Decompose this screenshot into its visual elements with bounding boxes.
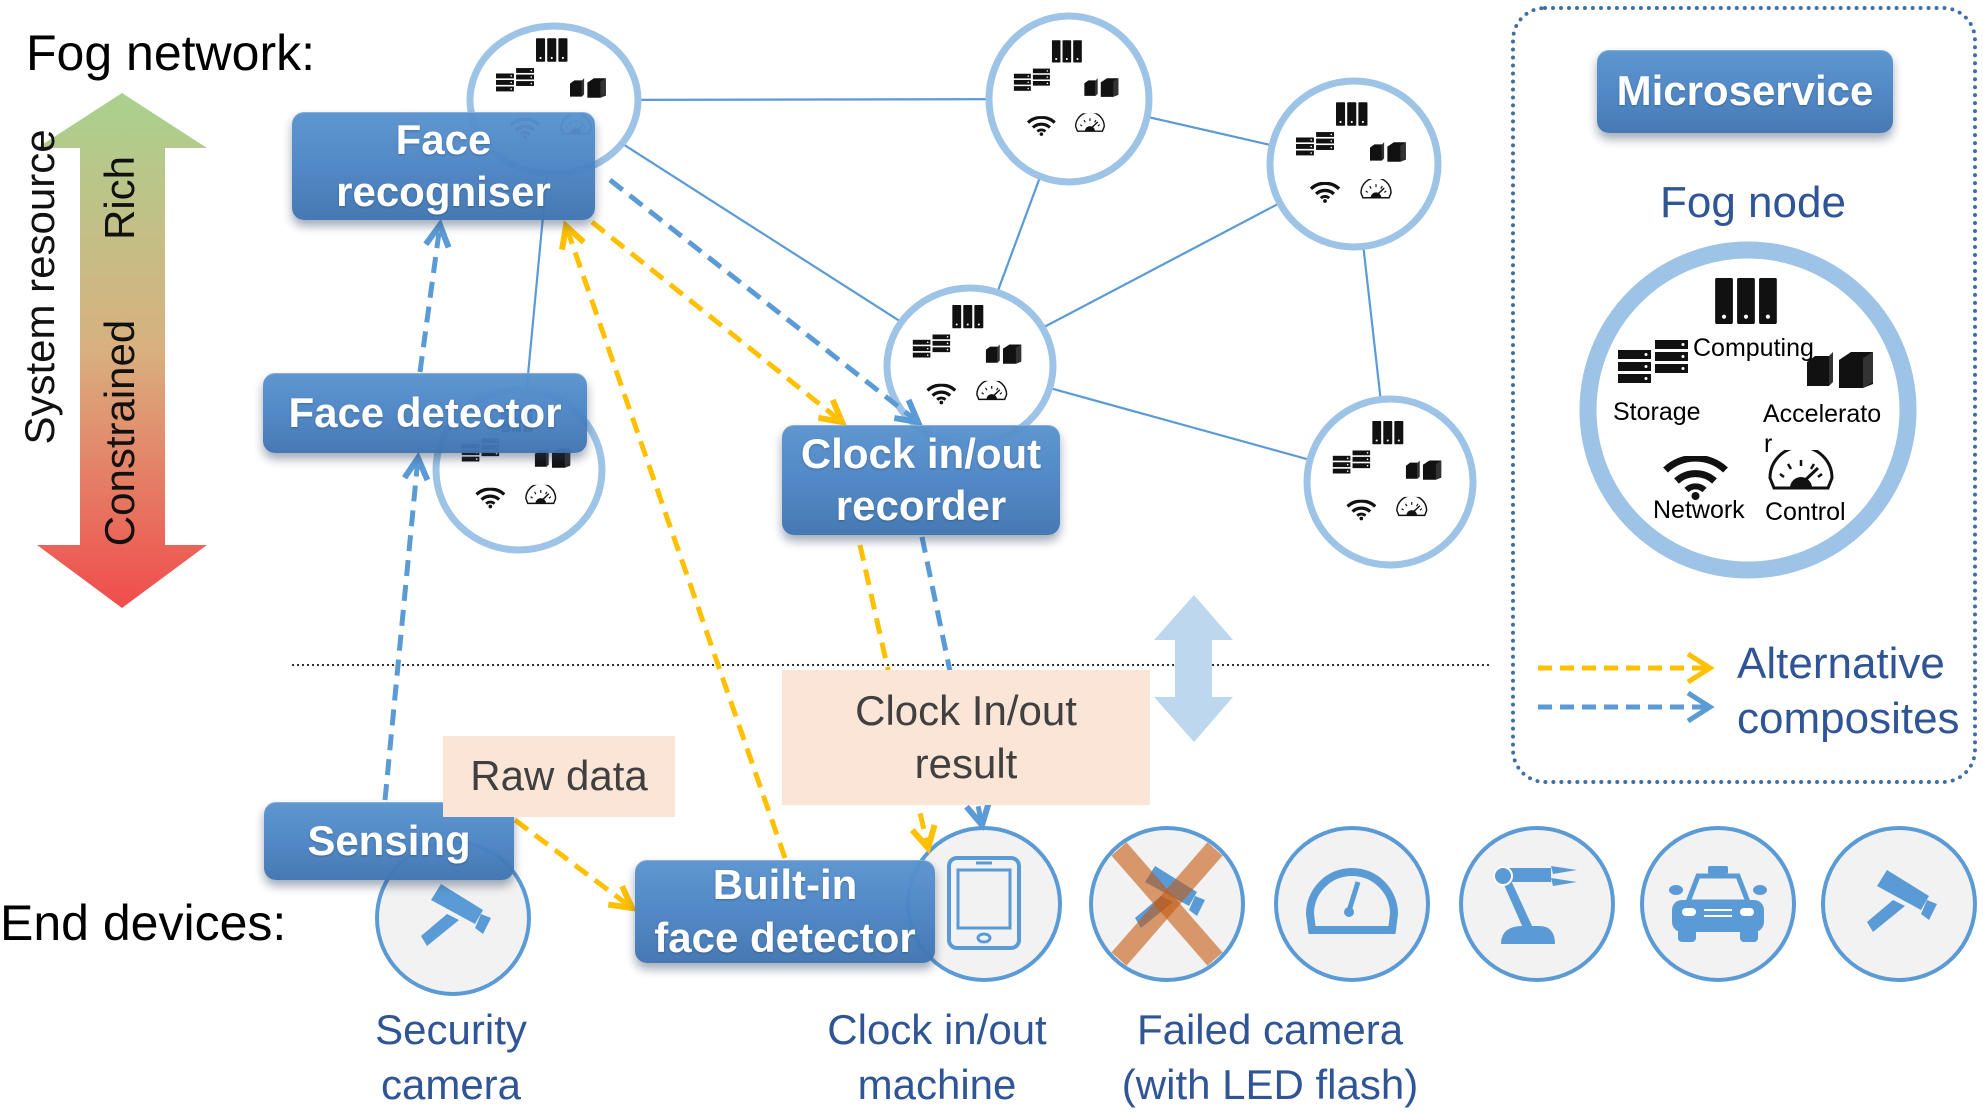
blue-arrow-face-detector-to-recogniser <box>417 218 452 373</box>
security-camera-icon <box>421 884 491 946</box>
legend-blue-arrowhead <box>1686 690 1715 724</box>
device-circle <box>1459 826 1615 982</box>
blue-arrow-sensing-to-face-detector-head <box>402 451 431 482</box>
microservice-builtin-face-detector[interactable]: Built-in face detector <box>635 860 935 963</box>
fog-network-label: Fog network: <box>26 25 316 81</box>
fog-node-3[interactable] <box>1266 77 1442 251</box>
rich-label: Rich <box>96 155 143 241</box>
legend-arrows <box>1538 651 1715 724</box>
legend-control-label: Control <box>1765 498 1846 526</box>
device-gauge[interactable] <box>1274 826 1430 982</box>
device-label-line1: Failed camera <box>1136 1006 1404 1053</box>
computing-icon <box>1715 278 1777 324</box>
legend-yellow-arrowhead <box>1686 651 1715 685</box>
clock-result-line2: result <box>914 739 1018 787</box>
legend-accelerator-label-wrap: r <box>1764 430 1773 458</box>
face-recogniser-line1: Face <box>395 115 492 163</box>
clock-recorder-line2: recorder <box>835 482 1007 529</box>
device-car[interactable] <box>1640 826 1796 982</box>
microservice-clock-recorder[interactable]: Clock in/out recorder <box>782 425 1060 535</box>
microservice-sensing[interactable]: Sensing <box>264 802 514 880</box>
blue-arrow-face-detector-to-recogniser-head <box>423 218 452 249</box>
device-failed-camera[interactable] <box>1089 826 1245 982</box>
clock-result-line1: Clock In/out <box>855 687 1077 734</box>
yellow-arrow-recogniser-to-clock-recorder <box>590 220 847 426</box>
device-label-line2: (with LED flash) <box>1121 1060 1419 1108</box>
clock-result-box: Clock In/out result <box>782 670 1150 805</box>
yellow-arrow-recogniser-to-clock-recorder-head <box>817 398 847 426</box>
speedometer-icon <box>1305 868 1399 934</box>
builtin-face-detector-line2: face detector <box>654 913 916 961</box>
microservice-face-recogniser[interactable]: Face recogniser <box>292 112 595 220</box>
robot-arm-icon <box>1493 866 1577 944</box>
yellow-arrow-clock-recorder-to-machine-head <box>909 824 938 855</box>
device-robot-arm[interactable] <box>1459 826 1615 982</box>
fog-node-ring <box>1303 395 1477 569</box>
blue-arrow-clock-recorder-to-machine <box>919 536 992 832</box>
device-label-clock-machine: Clock in/out machine <box>827 1003 1046 1112</box>
yellow-arrow-recogniser-to-clock-recorder-line <box>590 220 844 424</box>
yellow-arrow-builtin-detector-to-recogniser-head <box>559 220 586 251</box>
sensing-label: Sensing <box>307 816 471 864</box>
device-label-line2: machine <box>857 1060 1017 1108</box>
legend-alt-line2: composites <box>1737 694 1960 743</box>
legend-fog-node-circle <box>1579 241 1917 579</box>
end-device-circles <box>375 826 1977 996</box>
legend-fog-node-title: Fog node <box>1660 178 1846 227</box>
builtin-face-detector-line1: Built-in <box>712 861 858 908</box>
face-recogniser-line2: recogniser <box>336 168 551 215</box>
device-label-line2: camera <box>380 1060 522 1108</box>
blue-arrow-recogniser-to-clock-recorder-line <box>608 178 920 424</box>
legend-panel <box>1511 6 1977 784</box>
blue-arrow-clock-recorder-to-machine-head <box>964 801 992 832</box>
yellow-arrow-builtin-detector-to-recogniser <box>559 220 788 859</box>
computing-icon <box>1336 102 1368 126</box>
legend-computing-label: Computing <box>1693 334 1814 362</box>
blue-arrow-face-detector-to-recogniser-line <box>417 224 443 373</box>
legend-accelerator-label: Accelerato <box>1763 400 1882 428</box>
face-detector-label: Face detector <box>288 388 562 436</box>
computing-icon <box>1372 421 1404 445</box>
constrained-label: Constrained <box>96 319 143 547</box>
blue-arrow-sensing-to-face-detector-line <box>382 457 421 801</box>
system-resource-label: System resource <box>16 129 63 445</box>
end-devices-label: End devices: <box>0 895 287 951</box>
fog-node-ring <box>1266 77 1442 251</box>
microservice-face-detector[interactable]: Face detector <box>263 373 587 453</box>
legend-storage-label: Storage <box>1613 398 1701 426</box>
device-camera-2[interactable] <box>1821 826 1977 982</box>
computing-icon <box>952 305 984 329</box>
yellow-arrow-sensing-to-builtin-detector <box>513 818 638 912</box>
fog-node-ring <box>985 12 1153 186</box>
legend-alternative-composites: Alternative composites <box>1737 636 1960 746</box>
fog-node-2[interactable] <box>985 12 1153 186</box>
device-label-line1: Clock in/out <box>827 1006 1047 1053</box>
blue-arrow-recogniser-to-clock-recorder-head <box>893 398 923 426</box>
raw-data-box: Raw data <box>443 736 675 817</box>
blue-arrow-sensing-to-face-detector <box>382 451 431 801</box>
legend-microservice-label: Microservice <box>1616 67 1874 115</box>
blue-arrow-recogniser-to-clock-recorder <box>608 178 923 426</box>
fog-node-6[interactable] <box>1303 395 1477 569</box>
computing-icon <box>536 38 568 62</box>
legend-network-label: Network <box>1653 496 1745 524</box>
device-label-failed-camera: Failed camera (with LED flash) <box>1122 1003 1418 1112</box>
yellow-arrow-sensing-to-builtin-detector-head <box>607 884 638 912</box>
raw-data-label: Raw data <box>470 752 648 800</box>
legend-microservice: Microservice <box>1597 50 1893 133</box>
failed-camera-icon <box>1111 842 1223 966</box>
clock-recorder-line1: Clock in/out <box>800 429 1042 477</box>
system-resource-arrow <box>37 93 207 608</box>
device-label-security-camera: Security camera <box>375 1003 527 1112</box>
fog-edge-exchange-arrow <box>1154 595 1233 742</box>
security-camera-icon <box>1867 870 1937 932</box>
computing-icon <box>1051 40 1082 63</box>
yellow-arrow-sensing-to-builtin-detector-line <box>513 818 634 910</box>
yellow-arrow-builtin-detector-to-recogniser-line <box>563 225 788 859</box>
legend-alt-line1: Alternative <box>1737 639 1945 688</box>
taxi-icon <box>1669 866 1767 942</box>
tablet-icon <box>947 856 1021 950</box>
device-label-line1: Security <box>375 1006 527 1053</box>
